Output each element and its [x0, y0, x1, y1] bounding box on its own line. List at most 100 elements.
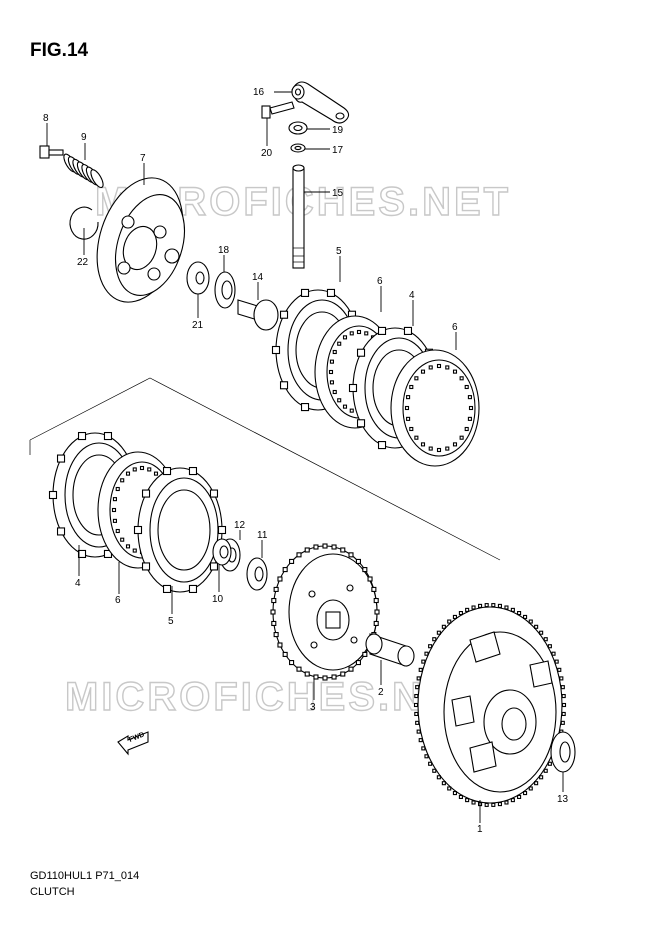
- gear-tooth: [523, 791, 528, 796]
- callout-7: 7: [140, 153, 146, 164]
- plate-tooth: [111, 507, 117, 513]
- hub-spline: [289, 660, 295, 666]
- hub-spline: [367, 576, 373, 582]
- callout-20: 20: [261, 148, 273, 159]
- gear-tooth: [436, 775, 441, 780]
- gear-tooth: [539, 775, 544, 780]
- plate-tooth: [120, 537, 125, 542]
- plate-tooth: [406, 395, 411, 400]
- plate-tooth: [420, 442, 426, 447]
- gear-tooth: [428, 644, 433, 649]
- plate-tooth: [459, 435, 464, 440]
- driven-plate-6-upper-b: [390, 349, 480, 467]
- plate-tab: [300, 288, 310, 297]
- hub-spline: [304, 671, 310, 677]
- gear-tooth: [534, 624, 539, 629]
- plate-tooth: [120, 478, 125, 483]
- plate-tooth: [153, 471, 159, 476]
- plate-tooth: [409, 384, 414, 390]
- gear-tooth: [560, 685, 565, 690]
- gear-tooth: [559, 676, 564, 681]
- callout-11: 11: [257, 530, 268, 541]
- callout-6-upper-a: 6: [377, 276, 383, 287]
- leader-lines: [46, 91, 564, 823]
- hub-spline: [289, 558, 295, 564]
- hub-spline: [340, 547, 346, 553]
- callout-21: 21: [192, 320, 204, 331]
- plate-tooth: [132, 548, 137, 553]
- plate-tab: [103, 431, 113, 441]
- gear-tooth: [528, 786, 533, 791]
- gear-tooth: [561, 711, 566, 717]
- plate-tooth: [404, 405, 410, 411]
- spring-coil: [90, 169, 104, 189]
- pressure-plate: [96, 177, 185, 303]
- plate-tab: [326, 288, 336, 297]
- plate-tab: [279, 381, 289, 390]
- gear-tooth: [554, 659, 559, 664]
- plate-tab: [356, 348, 366, 357]
- nut: [212, 538, 232, 566]
- callout-18: 18: [218, 245, 230, 256]
- plate-tooth: [445, 446, 450, 451]
- plate-tab: [348, 383, 358, 393]
- hub-splines: [270, 543, 380, 681]
- gear-tooth: [465, 798, 470, 803]
- plate-tooth: [125, 544, 131, 549]
- plate-tooth: [459, 376, 464, 381]
- plate-tooth: [329, 380, 335, 385]
- gear-tooth: [428, 761, 433, 766]
- figure-title: FIG.14: [30, 40, 89, 61]
- gear-tooth: [432, 637, 437, 642]
- hub-spline: [296, 552, 302, 558]
- gear-tooth: [504, 800, 509, 805]
- hub-spline: [271, 597, 277, 604]
- gear-tooth: [561, 702, 567, 708]
- hub-spline: [277, 642, 283, 648]
- callout-13: 13: [557, 794, 569, 805]
- callout-16: 16: [253, 87, 265, 98]
- callout-12: 12: [234, 520, 246, 531]
- gear-tooth: [510, 607, 515, 612]
- gear-tooth: [416, 729, 421, 734]
- gear-tooth: [421, 659, 426, 664]
- callout-5-lower: 5: [168, 616, 174, 627]
- gear-tooth: [458, 610, 463, 616]
- bushing: [365, 633, 415, 667]
- gear-tooth: [436, 630, 441, 635]
- gear-tooth: [484, 802, 489, 807]
- plate-tooth: [115, 486, 120, 492]
- gear-tooth: [458, 794, 463, 800]
- hub-spline: [296, 666, 302, 672]
- gear-tooth: [421, 746, 426, 751]
- callout-19: 19: [332, 125, 344, 136]
- hub-spline: [373, 620, 379, 627]
- callout-22: 22: [77, 257, 89, 268]
- plate-tooth: [452, 442, 458, 447]
- plate-tab: [48, 490, 58, 500]
- callout-4-lower: 4: [75, 578, 81, 589]
- needle-bearing: [214, 271, 236, 309]
- bearing: [288, 121, 308, 135]
- callout-14: 14: [252, 272, 264, 283]
- plate-tab: [188, 466, 198, 476]
- callouts: 8 9 7 22 16 20 19 17 15 18 21 14 5 6 4 6…: [43, 87, 569, 835]
- hub-spline: [348, 666, 354, 672]
- gear-tooth: [557, 667, 562, 672]
- plate-tooth: [436, 447, 442, 453]
- callout-2: 2: [378, 687, 384, 698]
- callout-10: 10: [212, 594, 224, 605]
- plate-tab: [209, 562, 219, 571]
- gear-tooth: [452, 614, 457, 619]
- gear-tooth: [561, 693, 566, 699]
- gear-tooth: [414, 693, 419, 699]
- callout-9: 9: [81, 132, 87, 143]
- plate-tab: [300, 403, 310, 412]
- plate-tooth: [349, 408, 354, 413]
- plate-tab: [77, 431, 87, 441]
- hub-spline: [355, 660, 361, 666]
- hub-spline: [373, 597, 379, 604]
- plate-tab: [377, 441, 387, 450]
- plate-tooth: [112, 497, 118, 502]
